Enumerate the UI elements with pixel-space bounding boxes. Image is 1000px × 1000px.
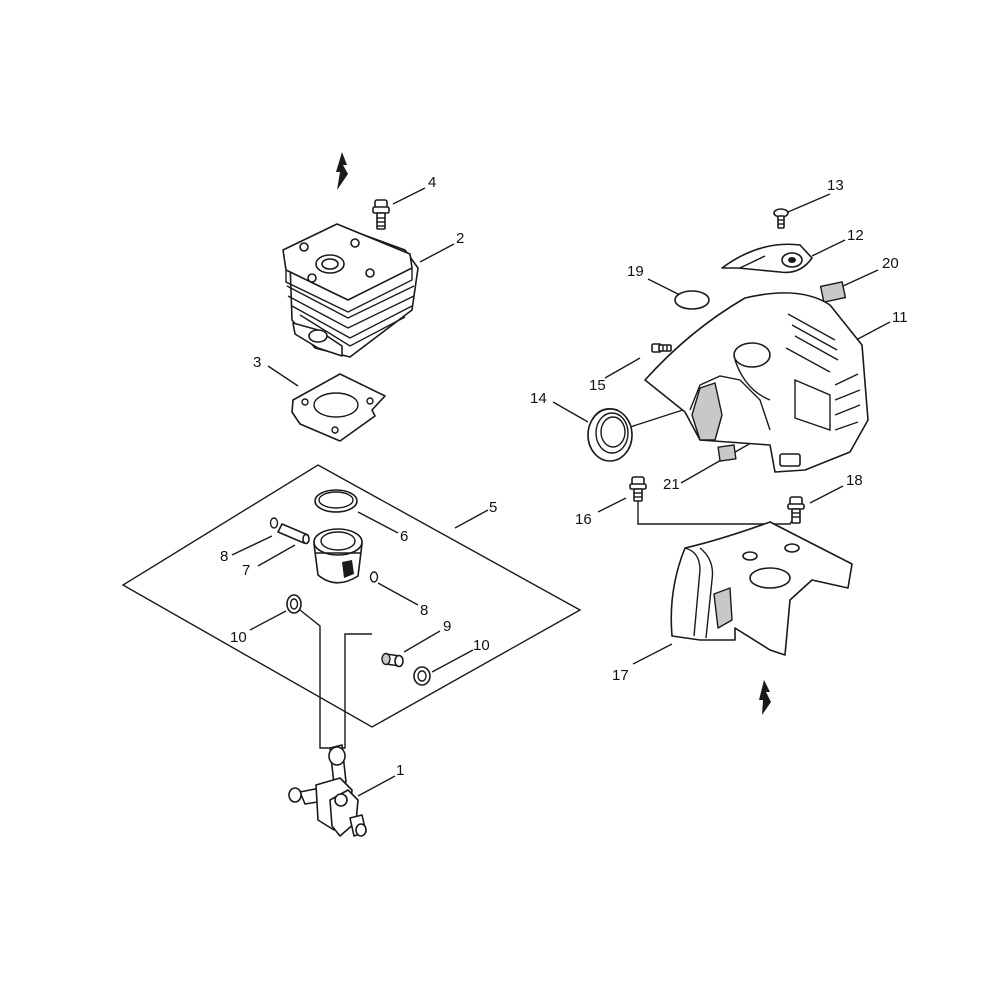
callout-5: 5 (489, 499, 497, 516)
circlip (269, 517, 279, 529)
callout-18: 18 (846, 472, 863, 489)
callout-13: 13 (827, 177, 844, 194)
callout-15: 15 (589, 377, 606, 394)
callout-14: 14 (530, 390, 547, 407)
callout-12: 12 (847, 227, 864, 244)
cylinder (282, 223, 419, 358)
pad (717, 444, 737, 462)
callout-21: 21 (663, 476, 680, 493)
callout-8b: 8 (420, 602, 428, 619)
grommet (587, 408, 633, 462)
callout-2: 2 (456, 230, 464, 247)
piston-ring (314, 489, 358, 513)
screw (651, 343, 672, 353)
callout-labels: 1 2 3 4 5 6 7 8 8 9 10 10 11 12 13 14 15… (220, 174, 908, 779)
washer (413, 666, 431, 686)
callout-10b: 10 (473, 637, 490, 654)
callout-20: 20 (882, 255, 899, 272)
screw (773, 208, 789, 229)
leader-lines (231, 187, 891, 797)
cylinder-cover (644, 292, 869, 473)
bolt (372, 199, 390, 230)
callout-4: 4 (428, 174, 436, 191)
piston-pin (277, 523, 310, 545)
callout-10a: 10 (230, 629, 247, 646)
callout-11: 11 (892, 309, 908, 326)
callout-3: 3 (253, 354, 261, 371)
connecting-rod-outline (299, 609, 372, 749)
callout-1: 1 (396, 762, 404, 779)
lightning-arrow-icon (759, 680, 771, 715)
circlip (369, 571, 379, 583)
piston (313, 528, 363, 584)
seal (674, 290, 710, 310)
lightning-arrow-icon (336, 152, 348, 190)
callout-17: 17 (612, 667, 629, 684)
callout-6: 6 (400, 528, 408, 545)
cover-plate (721, 243, 813, 274)
callout-16: 16 (575, 511, 592, 528)
crankshaft (288, 744, 367, 837)
washer (286, 594, 302, 614)
callout-19: 19 (627, 263, 644, 280)
needle-bearing (381, 652, 404, 668)
kit-outline (121, 464, 582, 728)
heat-shield (670, 521, 853, 656)
callout-7: 7 (242, 562, 250, 579)
callout-8a: 8 (220, 548, 228, 565)
cylinder-gasket (291, 373, 386, 442)
callout-9: 9 (443, 618, 451, 635)
bolt (629, 476, 647, 502)
bolt (787, 496, 805, 524)
label (819, 281, 847, 303)
